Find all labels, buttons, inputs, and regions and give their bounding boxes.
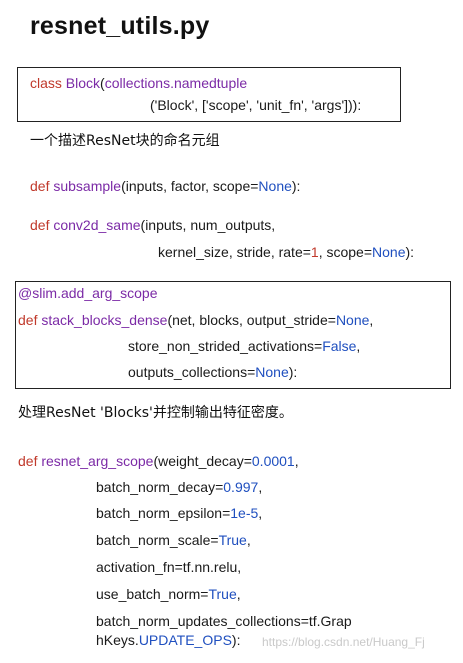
argscope-line-5: activation_fn=tf.nn.relu, (96, 559, 242, 575)
dense-description: 处理ResNet 'Blocks'并控制输出特征密度。 (18, 405, 293, 421)
argscope-line-4: batch_norm_scale=True, (96, 532, 251, 548)
argscope-line-1: def resnet_arg_scope(weight_decay=0.0001… (18, 453, 299, 469)
conv2d-same-def-line-2: kernel_size, stride, rate=1, scope=None)… (158, 244, 415, 260)
argscope-line-2: batch_norm_decay=0.997, (96, 479, 263, 495)
stack-blocks-dense-name: stack_blocks_dense (41, 312, 168, 328)
block-code-box (17, 67, 401, 122)
page-title: resnet_utils.py (30, 12, 210, 40)
decorator: @slim.add_arg_scope (18, 285, 158, 301)
subsample-def: def subsample(inputs, factor, scope=None… (30, 178, 301, 194)
namedtuple-ref: collections.namedtuple (104, 75, 248, 91)
argscope-line-3: batch_norm_epsilon=1e-5, (96, 505, 263, 521)
block-line-2: ('Block', ['scope', 'unit_fn', 'args']))… (150, 97, 362, 113)
conv2d-same-def-line-1: def conv2d_same(inputs, num_outputs, (30, 217, 276, 233)
argscope-line-6: use_batch_norm=True, (96, 586, 241, 602)
argscope-line-7: batch_norm_updates_collections=tf.Grap (96, 613, 352, 629)
resnet-arg-scope-name: resnet_arg_scope (41, 453, 154, 469)
conv2d-same-name: conv2d_same (53, 217, 141, 233)
watermark: https://blog.csdn.net/Huang_Fj (262, 635, 425, 649)
dense-def-line-2: store_non_strided_activations=False, (128, 338, 361, 354)
dense-def-line-3: outputs_collections=None): (128, 364, 298, 380)
argscope-line-8: hKeys.UPDATE_OPS): (96, 632, 241, 648)
keyword-class: class (30, 75, 62, 91)
dense-def-line-1: def stack_blocks_dense(net, blocks, outp… (18, 312, 374, 328)
block-description: 一个描述ResNet块的命名元组 (30, 133, 220, 149)
class-name: Block (65, 75, 101, 91)
block-line-1: class Block(collections.namedtuple (30, 75, 248, 91)
dense-code-box (15, 281, 451, 389)
subsample-name: subsample (53, 178, 122, 194)
